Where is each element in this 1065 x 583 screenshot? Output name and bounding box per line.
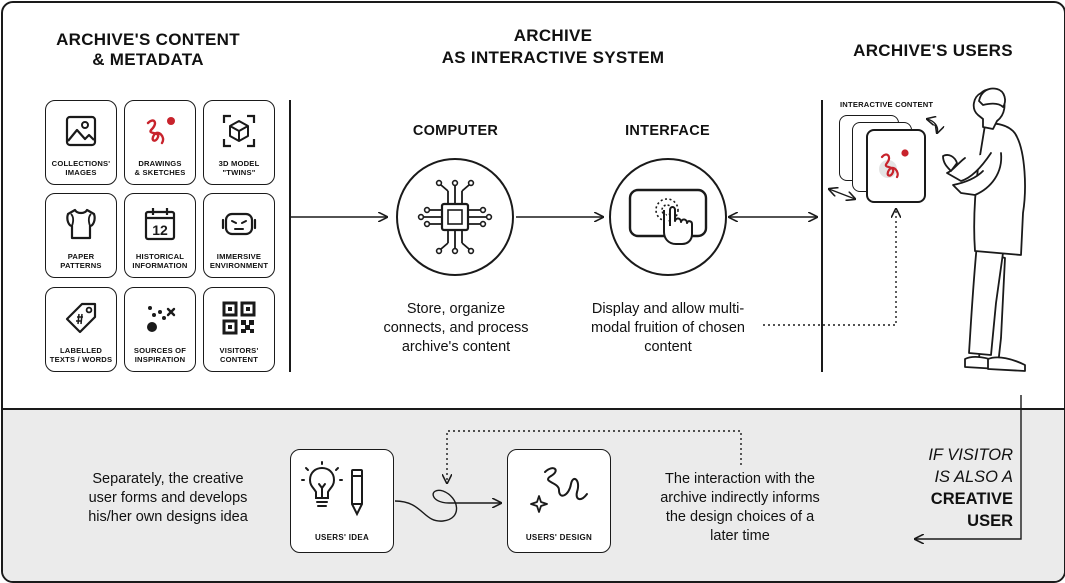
users-idea-label: USERS' IDEA <box>314 533 370 542</box>
interface-desc-line3: content <box>644 339 692 355</box>
users-header: ARCHIVE'S USERS <box>853 41 1013 60</box>
users-design-card: USERS' DESIGN <box>507 449 611 553</box>
users-design-label: USERS' DESIGN <box>525 533 593 542</box>
figure-hand <box>942 154 958 172</box>
interaction-informs-text: The interaction with the archive indirec… <box>635 470 845 546</box>
tile-label-line1: VISITORS' <box>219 346 259 355</box>
scribble-icon <box>879 149 909 179</box>
lightbulb-pencil-icon <box>301 461 363 517</box>
tile-label-line1: 3D MODEL <box>218 159 260 168</box>
tile-label-line1: LABELLED <box>59 346 103 355</box>
separate-text-line1: Separately, the creative <box>92 471 244 487</box>
tile-label-line2: IMAGES <box>65 168 97 177</box>
connector-arrows <box>291 3 1022 581</box>
tile-label-line2: PATTERNS <box>60 261 102 270</box>
cpu-chip-icon <box>417 179 493 255</box>
computer-desc-line1: Store, organize <box>406 301 506 317</box>
dots-icon <box>147 306 176 332</box>
garment-icon <box>66 208 96 240</box>
arrow-card-rotate-top <box>927 119 938 133</box>
separate-text-line2: user forms and develops <box>88 490 248 506</box>
tile-label-line1: PAPER <box>67 252 95 261</box>
interface-description: Display and allow multi- modal fruition … <box>575 300 761 357</box>
interface-title: INTERFACE <box>625 123 710 139</box>
figure-shoe-front <box>987 356 1026 372</box>
user-figure <box>942 87 1026 372</box>
system-header: ARCHIVE AS INTERACTIVE SYSTEM <box>393 25 713 69</box>
system-header-line1: ARCHIVE <box>513 26 593 45</box>
tile-label-line1: HISTORICAL <box>135 252 185 261</box>
users-idea-card: USERS' IDEA <box>290 449 394 553</box>
content-card-front <box>866 129 926 203</box>
tile-visitors-content: VISITORS'CONTENT <box>203 287 275 372</box>
calendar-day: 12 <box>152 222 168 238</box>
tile-label-line2: INFORMATION <box>132 261 188 270</box>
content-header-line1: ARCHIVE'S CONTENT <box>56 30 240 49</box>
tile-3d-model-twins: 3D MODEL"TWINS" <box>203 100 275 185</box>
tile-label-line1: DRAWINGS <box>138 159 182 168</box>
arrow-idea-to-design <box>394 489 501 522</box>
content-header: ARCHIVE'S CONTENT & METADATA <box>23 30 273 70</box>
separate-text-line3: his/her own designs idea <box>88 509 248 525</box>
tile-label-line1: IMMERSIVE <box>216 252 262 261</box>
condition-line4: USER <box>967 512 1013 530</box>
divider-left <box>289 100 291 372</box>
tile-drawings-sketches: DRAWINGS& SKETCHES <box>124 100 196 185</box>
computer-circle <box>396 158 514 276</box>
cube-icon <box>222 114 256 148</box>
computer-title: COMPUTER <box>412 123 499 139</box>
arrow-user-to-condition <box>915 395 1022 539</box>
tile-label-line2: "TWINS" <box>222 168 256 177</box>
scribble-icon <box>146 117 175 145</box>
condition-line2: IS ALSO A <box>934 468 1013 486</box>
touchscreen-icon <box>628 188 708 245</box>
tile-label-line1: SOURCES OF <box>133 346 187 355</box>
tile-label-line2: TEXTS / WORDS <box>49 355 113 364</box>
interaction-text-line2: archive indirectly informs <box>660 490 820 506</box>
tile-label-line1: COLLECTIONS' <box>51 159 111 168</box>
tile-collections-images: COLLECTIONS'IMAGES <box>45 100 117 185</box>
calendar-icon: 12 <box>144 208 176 241</box>
computer-desc-line3: archive's content <box>401 339 511 355</box>
tag-icon <box>65 302 97 334</box>
tile-label-line2: INSPIRATION <box>134 355 186 364</box>
image-icon <box>65 115 97 147</box>
content-header-line2: & METADATA <box>92 50 204 69</box>
interaction-text-line1: The interaction with the <box>665 471 815 487</box>
arrow-card-rotate-bottom <box>829 189 855 199</box>
condition-line3: CREATIVE <box>930 490 1013 508</box>
figure-arm <box>946 152 992 182</box>
dotted-interface-to-content <box>763 209 896 326</box>
figure-hair <box>978 87 1006 108</box>
figure-leg-front <box>968 232 1004 356</box>
interaction-text-line4: later time <box>710 528 770 544</box>
system-header-line2: AS INTERACTIVE SYSTEM <box>441 48 665 67</box>
separate-design-text: Separately, the creative user forms and … <box>63 470 273 527</box>
computer-desc-line2: connects, and process <box>383 320 529 336</box>
qr-code-icon <box>222 301 256 335</box>
interaction-text-line3: the design choices of a <box>665 509 815 525</box>
interactive-content-label: INTERACTIVE CONTENT <box>840 100 934 109</box>
design-scribble-icon <box>530 467 588 513</box>
dotted-archive-to-idea <box>447 430 742 483</box>
vr-headset-icon <box>221 212 257 236</box>
interface-desc-line1: Display and allow multi- <box>591 301 745 317</box>
interface-desc-line2: modal fruition of chosen <box>591 320 745 336</box>
computer-description: Store, organize connects, and process ar… <box>373 300 539 357</box>
tile-label-line2: & SKETCHES <box>134 168 186 177</box>
tile-label-line2: CONTENT <box>219 355 259 364</box>
figure-arm-front <box>952 152 1003 196</box>
condition-line1: IF VISITOR <box>928 446 1013 464</box>
tile-label-line2: ENVIRONMENT <box>209 261 269 270</box>
divider-right <box>821 100 823 372</box>
interface-circle <box>609 158 727 276</box>
creative-user-condition: IF VISITOR IS ALSO A CREATIVE USER <box>903 444 1013 532</box>
